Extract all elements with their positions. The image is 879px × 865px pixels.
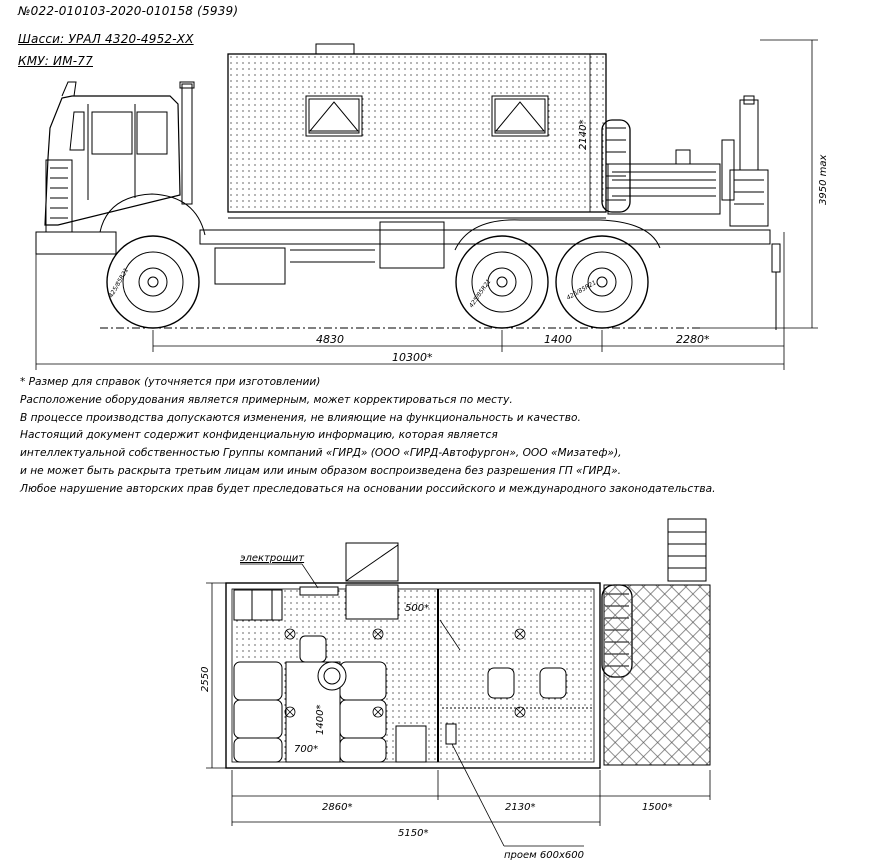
fuel-tank [214, 247, 286, 285]
chassis-label: Шасси: УРАЛ 4320-4952-ХХ [18, 32, 194, 46]
body-outer-wall [225, 582, 601, 769]
cab-windshield [69, 111, 85, 151]
dim-rear-overhang: 2280* [676, 333, 710, 346]
tire-label-front: 425/85R21 [108, 267, 131, 299]
cab-door-window [91, 111, 133, 155]
exhaust-pipe [181, 83, 193, 205]
dim-platform: 1500* [642, 802, 672, 813]
front-grille [45, 159, 73, 233]
note-line: интеллектуальной собственностью Группы к… [20, 447, 622, 460]
electrical-panel [299, 586, 339, 596]
dim-body-height: 2140* [578, 120, 589, 150]
crane-unit [721, 95, 781, 330]
ceiling-lamps [284, 628, 526, 718]
note-line: * Размер для справок (уточняется при изг… [20, 376, 321, 388]
dim-table-width: 700* [294, 744, 318, 755]
document-number: №022-010103-2020-010158 (5939) [18, 4, 239, 18]
chair [299, 635, 327, 663]
notes-block: * Размер для справок (уточняется при изг… [20, 374, 760, 499]
side-door [345, 542, 399, 620]
dim-door: 500* [405, 603, 429, 614]
note-line: Расположение оборудования является приме… [20, 393, 513, 406]
body-window-left [305, 95, 363, 137]
operator-seats [487, 667, 567, 699]
side-view: 425/85R21 425/85R21 425/85R21 4830 1400 … [35, 39, 829, 370]
dim-section-2: 2130* [505, 802, 535, 813]
front-bumper [35, 231, 117, 255]
plan-dimensions [206, 582, 711, 847]
rear-fender [454, 219, 661, 251]
body-window-right [491, 95, 549, 137]
cab-rear-window [136, 111, 168, 155]
front-fender [99, 193, 206, 236]
cargo-body [227, 53, 607, 213]
electrical-panel-label: электрощит [240, 553, 305, 564]
dim-wheelbase-front: 4830 [316, 333, 344, 346]
wardrobe [233, 589, 283, 621]
side-dimensions [35, 39, 818, 370]
note-line: Любое нарушение авторских прав будет пре… [20, 482, 716, 495]
round-stool [317, 661, 347, 691]
body-roof-vent [315, 43, 355, 55]
chassis-frame [199, 229, 771, 245]
note-line: В процессе производства допускаются изме… [20, 411, 581, 424]
dim-section-1: 2860* [322, 802, 352, 813]
note-line: Настоящий документ содержит конфиденциал… [20, 429, 498, 442]
opening-label: проем 600х600 [504, 850, 584, 861]
ladder [667, 518, 707, 582]
sofa-right [339, 661, 387, 763]
truck-cab [44, 95, 181, 226]
dim-wheelbase-rear: 1400 [544, 333, 572, 346]
note-line: и не может быть раскрыта третьим лицам и… [20, 464, 621, 477]
sofa-left [233, 661, 283, 763]
plan-view: электрощит 500* 140 [200, 518, 711, 861]
dim-total-length: 10300* [392, 351, 433, 364]
rear-wheel-1 [455, 235, 549, 329]
dim-body-total: 5150* [398, 828, 428, 839]
dim-body-width: 2550 [200, 667, 211, 692]
rear-platform [603, 584, 711, 766]
tire-label-rear-2: 425/85R21 [566, 279, 598, 302]
tool-box [379, 221, 445, 269]
dim-table-length: 1400* [315, 705, 326, 735]
generator-unit [607, 163, 721, 215]
crane-label: КМУ: ИМ-77 [18, 54, 93, 68]
dim-max-height: 3950 max [818, 155, 829, 205]
rear-wheel-2 [555, 235, 649, 329]
